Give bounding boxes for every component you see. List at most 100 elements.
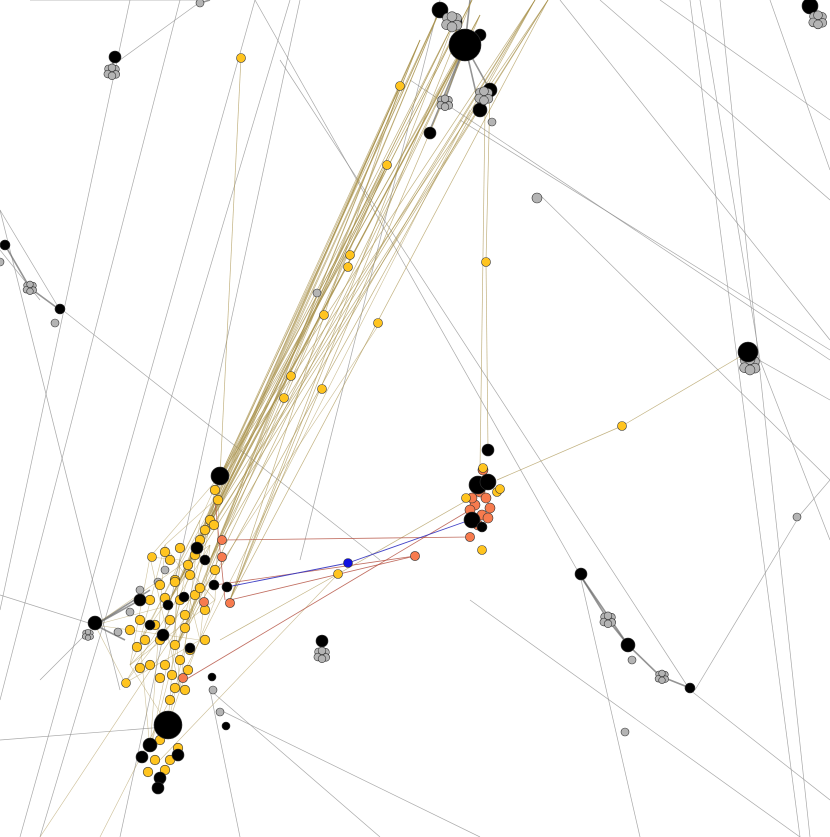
gray-cluster-node bbox=[744, 364, 756, 376]
edge-olive bbox=[219, 39, 421, 477]
edge-gray bbox=[799, 479, 830, 516]
hub-black-node bbox=[54, 303, 66, 315]
orange-node bbox=[410, 551, 420, 561]
yellow-node bbox=[164, 694, 176, 706]
black-node bbox=[620, 637, 636, 653]
edge-olive bbox=[174, 44, 466, 651]
hub-black-node bbox=[423, 126, 437, 140]
black-node bbox=[171, 748, 185, 762]
yellow-node bbox=[142, 766, 154, 778]
yellow-node bbox=[147, 552, 157, 562]
hub-black-node bbox=[448, 28, 482, 62]
gray-cluster-node bbox=[440, 94, 450, 103]
gray-node bbox=[113, 627, 123, 637]
edge-olive bbox=[219, 164, 388, 477]
edge-gray bbox=[694, 514, 801, 691]
hub-black-node bbox=[0, 239, 11, 251]
gray-node bbox=[135, 585, 145, 595]
yellow-node bbox=[209, 484, 221, 496]
edge-blue bbox=[226, 562, 349, 588]
yellow-node bbox=[131, 641, 143, 653]
hub-black-node bbox=[431, 1, 449, 19]
gray-node bbox=[195, 0, 205, 8]
orange-node bbox=[217, 552, 227, 562]
black-node bbox=[142, 737, 158, 753]
edge-olive bbox=[214, 85, 401, 491]
edge-gray bbox=[209, 689, 241, 837]
black-node bbox=[463, 511, 481, 529]
edge-gray bbox=[0, 0, 181, 701]
black-node bbox=[208, 579, 220, 591]
edge-olive bbox=[479, 109, 486, 471]
yellow-node bbox=[481, 257, 491, 267]
orange-node bbox=[199, 597, 209, 607]
gray-cluster-node bbox=[813, 19, 823, 30]
orange-node bbox=[225, 598, 235, 608]
gray-cluster-node bbox=[603, 611, 613, 620]
gray-node bbox=[487, 117, 497, 127]
edge-gray bbox=[659, 0, 830, 121]
black-node bbox=[162, 599, 174, 611]
gray-cluster-node bbox=[446, 21, 458, 33]
black-node bbox=[221, 721, 231, 731]
black-node bbox=[737, 341, 759, 363]
edge-olive bbox=[229, 0, 473, 601]
edge-olive bbox=[214, 0, 473, 491]
edge-olive-mesh bbox=[139, 499, 216, 641]
gray-node bbox=[620, 727, 630, 737]
edge-olive bbox=[179, 9, 441, 581]
edge-olive bbox=[169, 19, 456, 601]
gray-node bbox=[312, 288, 322, 298]
yellow-node bbox=[159, 546, 171, 558]
hub-black-node bbox=[472, 102, 488, 118]
edge-olive bbox=[174, 9, 441, 651]
black-node bbox=[144, 619, 156, 631]
edge-gray bbox=[209, 689, 381, 837]
orange-node bbox=[217, 535, 227, 545]
edge-olive-mesh bbox=[94, 624, 126, 684]
yellow-node bbox=[159, 659, 171, 671]
black-node bbox=[153, 710, 183, 740]
edge-olive bbox=[174, 39, 421, 651]
gray-node bbox=[792, 512, 802, 522]
edge-olive bbox=[219, 57, 242, 477]
yellow-node bbox=[319, 310, 329, 320]
black-node bbox=[476, 521, 488, 533]
edge-olive bbox=[169, 0, 473, 601]
edge-red bbox=[184, 509, 471, 681]
edge-olive bbox=[229, 19, 456, 601]
yellow-node bbox=[169, 682, 181, 694]
gray-node bbox=[208, 685, 218, 695]
yellow-node bbox=[134, 662, 146, 674]
gray-cluster-node bbox=[107, 63, 117, 72]
yellow-node bbox=[149, 754, 161, 766]
gray-cluster-node bbox=[84, 634, 92, 641]
yellow-node bbox=[194, 582, 206, 594]
edge-olive bbox=[39, 322, 381, 837]
yellow-node bbox=[179, 622, 191, 634]
yellow-node bbox=[209, 564, 221, 576]
yellow-node bbox=[169, 639, 181, 651]
yellow-node bbox=[286, 371, 296, 381]
black-node bbox=[481, 443, 495, 457]
edge-blue bbox=[347, 519, 471, 564]
black-node bbox=[156, 628, 170, 642]
yellow-node bbox=[236, 53, 246, 63]
yellow-node bbox=[154, 672, 166, 684]
edge-gray bbox=[0, 0, 131, 611]
gray-cluster-node bbox=[84, 628, 92, 636]
edge-gray bbox=[689, 0, 801, 837]
gray-cluster-node bbox=[26, 287, 34, 295]
edge-gray-bundle bbox=[579, 574, 629, 646]
yellow-node bbox=[395, 81, 405, 91]
gray-node bbox=[627, 655, 637, 665]
yellow-node bbox=[139, 634, 151, 646]
yellow-node bbox=[279, 393, 289, 403]
edge-olive-mesh bbox=[94, 599, 191, 626]
edge-olive-mesh bbox=[189, 599, 201, 641]
black-node bbox=[479, 473, 497, 491]
edge-olive-mesh bbox=[139, 544, 166, 641]
nodes-layer bbox=[0, 0, 828, 795]
yellow-node bbox=[212, 494, 224, 506]
orange-node bbox=[465, 532, 475, 542]
